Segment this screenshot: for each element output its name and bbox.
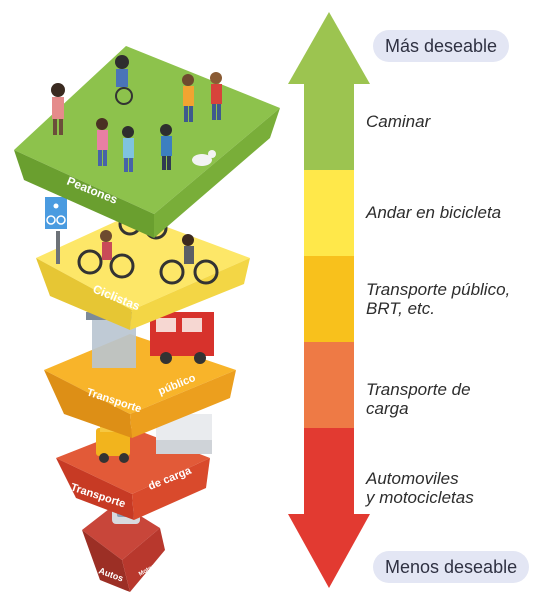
layer-freight: Transporte de carga [56,414,212,520]
arrow-band [304,428,354,515]
band-label-freight: Transporte de carga [366,380,471,418]
forklift-icon [96,428,130,456]
arrow-bands [304,84,354,515]
arrow-up-icon [288,12,370,84]
band-label-public-transport: Transporte público, BRT, etc. [366,280,511,318]
arrow-band [304,342,354,429]
band-label-bike: Andar en bicicleta [366,203,502,222]
arrow-band [304,170,354,257]
transport-pyramid: Autos Motos Transporte de carga [14,46,280,592]
least-desirable-label: Menos deseable [373,551,530,583]
band-label-cars: Automoviles y motocicletas [366,469,474,507]
pedestrians-icon [51,55,222,172]
most-desirable-label: Más deseable [373,30,510,62]
arrow-band [304,84,354,171]
desirability-arrow [282,0,376,592]
layer-public-transport: Transporte público [44,312,236,438]
layer-pedestrians: Peatones [14,46,280,238]
cyclists-icon [77,212,219,285]
layer-cyclists: Ciclistas [36,212,250,330]
band-label-walk: Caminar [366,112,431,131]
arrow-down-icon [288,514,370,588]
bike-sign-icon [43,195,69,264]
arrow-band [304,256,354,343]
